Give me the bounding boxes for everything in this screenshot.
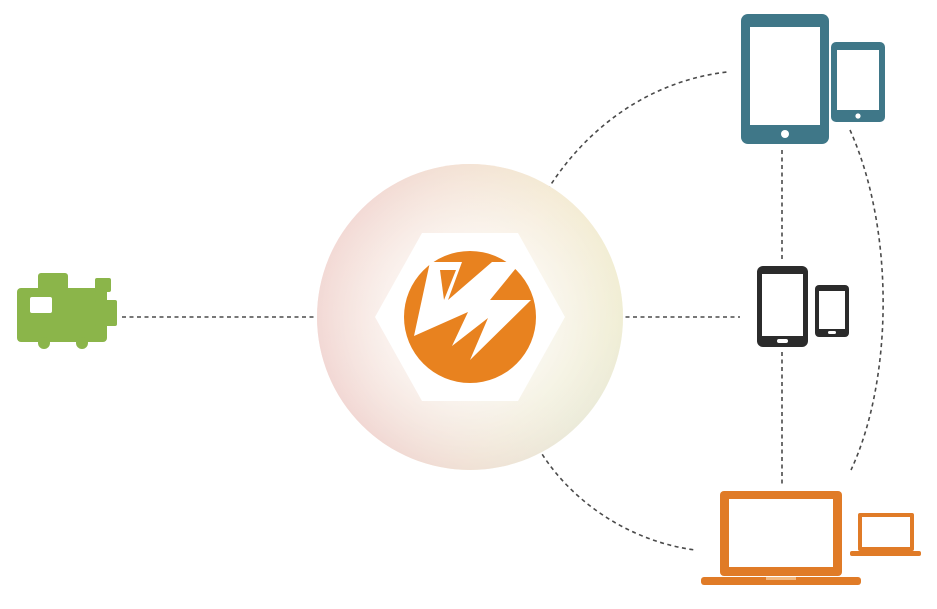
wowza-logo-icon [375,233,565,401]
laptop-pair-icon [701,491,921,585]
video-camera-icon [17,273,117,349]
tablet-pair-icon [741,14,885,144]
connector-hub-tablets [532,71,728,217]
connector-tablets-laptops [849,129,884,471]
connector-hub-laptops [527,427,696,551]
phone-pair-icon [757,266,849,347]
